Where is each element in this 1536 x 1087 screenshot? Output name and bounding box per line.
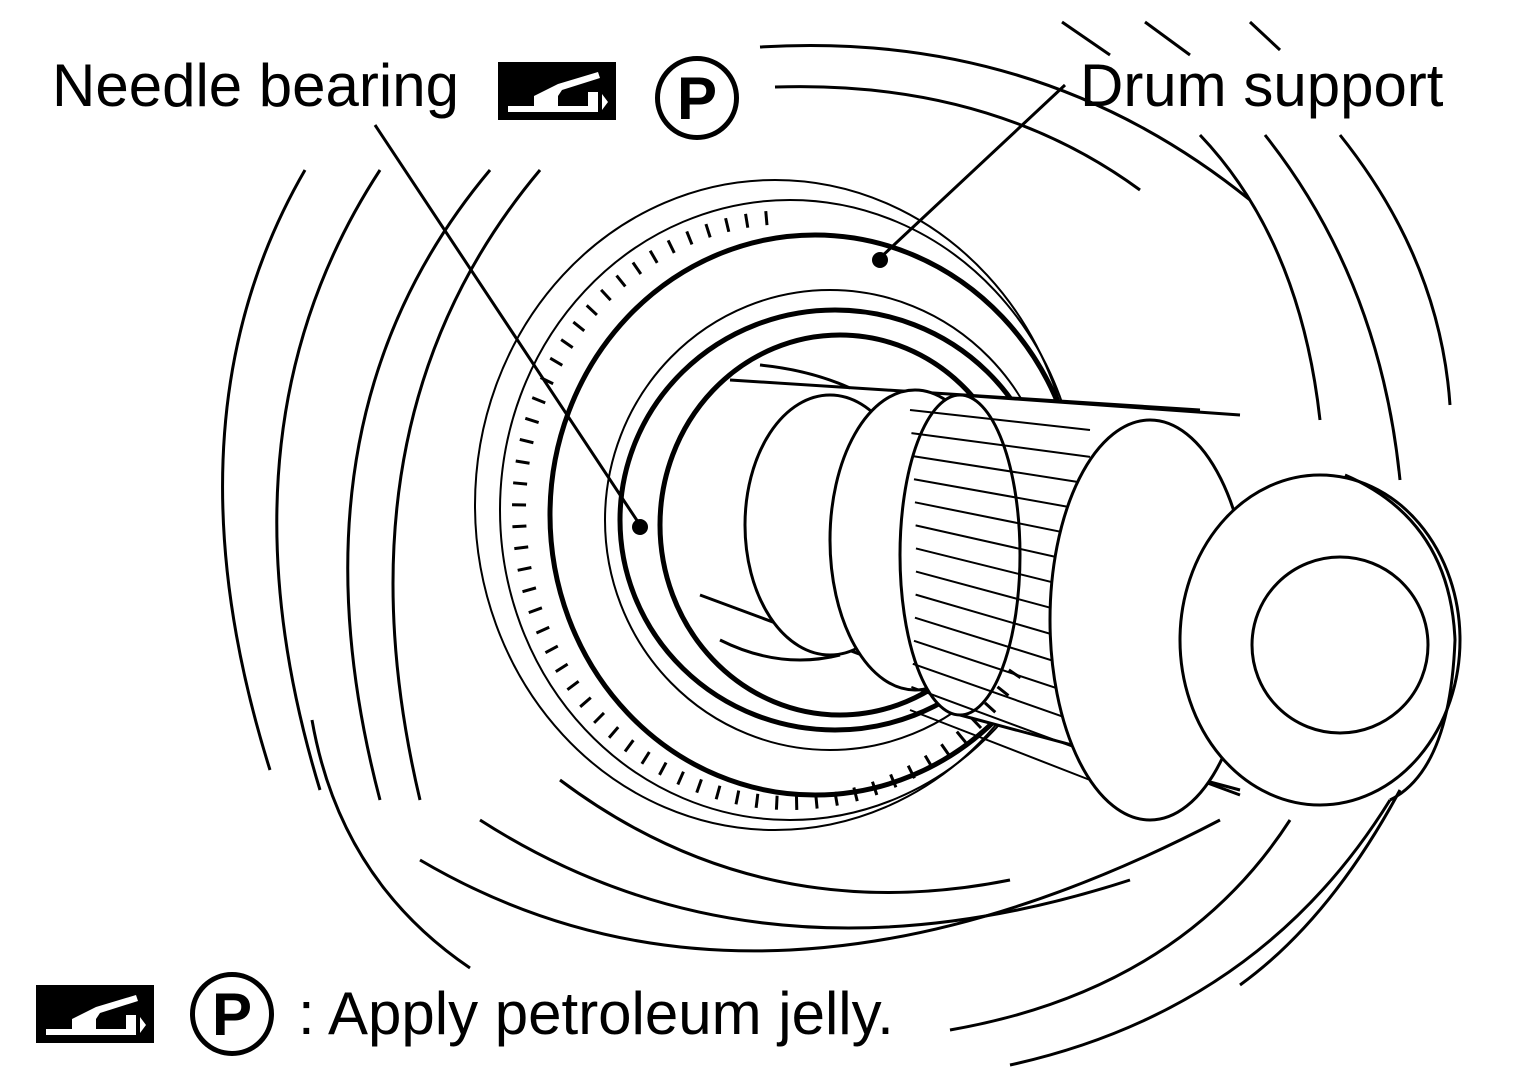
needle-roller (695, 778, 703, 794)
needle-roller (648, 249, 659, 264)
needle-roller (549, 356, 564, 367)
needle-roller (566, 680, 580, 691)
needle-roller (814, 794, 819, 809)
needle-roller (623, 739, 635, 753)
needle-roller (996, 685, 1010, 697)
needle-roller (512, 524, 527, 529)
needle-roller (923, 754, 934, 769)
spline-tooth (909, 709, 1091, 781)
needle-roller (871, 781, 879, 796)
spline-tooth (912, 455, 1091, 485)
needle-roller (906, 765, 916, 779)
needle-roller (519, 437, 534, 445)
p-circle-icon: P (655, 56, 739, 140)
shaft-end-face (1178, 473, 1462, 807)
needle-roller (704, 223, 712, 238)
needle-roller (754, 793, 760, 808)
housing-arc (391, 169, 542, 801)
shaft-edge (759, 363, 851, 390)
p-circle-icon: P (190, 972, 274, 1056)
spline-tooth (909, 409, 1091, 431)
housing-arc (479, 818, 1131, 930)
housing-arc (559, 778, 1011, 894)
housing-arc (1198, 133, 1322, 421)
needle-roller (544, 644, 559, 655)
needle-roller (666, 239, 676, 254)
needle-roller (585, 304, 598, 317)
spline-face (898, 393, 1022, 717)
spline-tooth (911, 685, 1091, 755)
spline-tooth (911, 432, 1091, 458)
needle-roller (983, 701, 997, 714)
needle-roller (528, 606, 543, 615)
legend-text: : Apply petroleum jelly. (298, 980, 894, 1047)
housing-arc (949, 819, 1292, 1032)
needle-roller (955, 730, 967, 744)
spline-tooth (912, 662, 1091, 728)
needle-roller (631, 261, 643, 275)
needle-bearing-leader (373, 124, 642, 526)
housing-arc (1144, 20, 1191, 57)
needle-roller (515, 459, 530, 465)
needle-roller (522, 586, 537, 594)
needle-roller (940, 743, 951, 757)
needle-roller (658, 761, 668, 776)
needle-roller (554, 662, 569, 673)
needle-roller (579, 696, 592, 708)
drum-support-leader-dot (872, 252, 888, 268)
needle-roller (531, 396, 546, 405)
needle-roller (607, 726, 620, 739)
housing-arc (275, 169, 382, 791)
housing-arc (221, 169, 307, 771)
spline-tooth (913, 478, 1091, 512)
needle-roller (524, 416, 540, 424)
needle-roller (593, 711, 606, 724)
housing-arc (310, 719, 471, 970)
needle-roller (714, 785, 722, 800)
needle-roller (676, 771, 685, 786)
housing-arc (1263, 134, 1402, 481)
shaft-end-bore (1250, 555, 1430, 735)
needle-roller (640, 751, 651, 765)
needle-roller (517, 566, 532, 572)
needle-roller (600, 288, 612, 302)
needle-roller (514, 545, 529, 551)
needle-roller (513, 481, 528, 486)
needle-bearing-leader-dot (632, 519, 648, 535)
shaft-end-arc (1344, 473, 1457, 802)
needle-roller (685, 230, 694, 246)
needle-roller (970, 716, 983, 730)
needle-roller (744, 213, 750, 228)
needle-roller (615, 274, 627, 288)
drum-support-leader (878, 83, 1067, 260)
needle-bearing-label: Needle bearing (52, 52, 459, 119)
needle-roller (764, 211, 769, 226)
needle-roller (535, 625, 550, 635)
needle-roller (560, 338, 574, 349)
housing-arc (1248, 20, 1282, 52)
needle-roller (774, 795, 779, 810)
housing-arc (419, 818, 1221, 953)
grease-gun-icon (36, 985, 154, 1043)
needle-roller (889, 773, 898, 788)
spline-top (959, 393, 1241, 417)
housing-arc (1239, 789, 1402, 987)
needle-roller (724, 217, 731, 233)
housing-arc (759, 43, 1251, 202)
housing-arc (1338, 134, 1452, 406)
shaft-edge (719, 638, 841, 662)
needle-roller (833, 791, 839, 806)
needle-roller (734, 790, 741, 805)
housing-arc (346, 169, 492, 801)
needle-roller (1008, 668, 1022, 680)
drum-support-label: Drum support (1080, 52, 1444, 119)
needle-roller (572, 320, 586, 332)
housing-arc (774, 85, 1141, 192)
grease-gun-icon (498, 62, 616, 120)
housing-arc (1061, 20, 1111, 57)
housing-arc (1009, 799, 1392, 1067)
needle-roller (852, 787, 859, 802)
